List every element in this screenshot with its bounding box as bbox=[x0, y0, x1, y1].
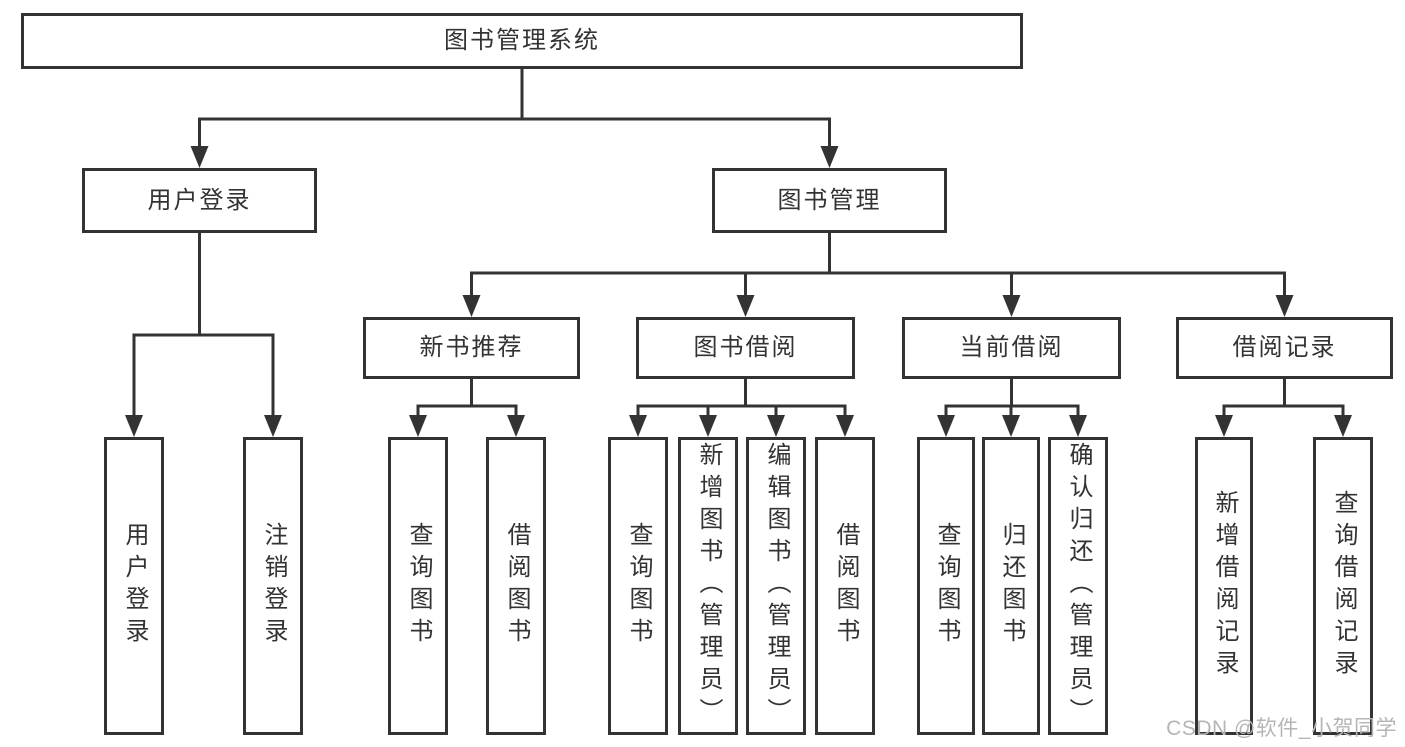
arrowhead-icon bbox=[1215, 415, 1233, 437]
edges-root bbox=[190, 67, 839, 168]
arrowhead-icon bbox=[462, 295, 481, 317]
node-cb-query: 查询图书 bbox=[917, 437, 975, 735]
node-label-nbr-borrow: 借阅图书 bbox=[503, 522, 530, 650]
edges-book-borrow bbox=[629, 377, 854, 437]
node-br-add: 新增借阅记录 bbox=[1195, 437, 1253, 735]
node-label-book-borrow: 图书借阅 bbox=[693, 334, 798, 361]
node-book-mgmt: 图书管理 bbox=[712, 168, 947, 233]
node-label-br-add: 新增借阅记录 bbox=[1211, 490, 1238, 682]
node-label-cb-query: 查询图书 bbox=[933, 522, 960, 650]
node-bb-add: 新增图书（管理员） bbox=[678, 437, 738, 735]
arrowhead-icon bbox=[767, 415, 785, 437]
node-bb-query: 查询图书 bbox=[608, 437, 668, 735]
edges-user-login bbox=[125, 231, 282, 437]
arrowhead-icon bbox=[190, 146, 209, 168]
node-do-login: 用户登录 bbox=[104, 437, 164, 735]
arrowhead-icon bbox=[836, 415, 854, 437]
node-nbr-borrow: 借阅图书 bbox=[486, 437, 546, 735]
node-nbr-query: 查询图书 bbox=[388, 437, 448, 735]
node-label-nbr-query: 查询图书 bbox=[405, 522, 432, 650]
node-logout: 注销登录 bbox=[243, 437, 303, 735]
arrowhead-icon bbox=[736, 295, 755, 317]
node-label-bb-add: 新增图书（管理员） bbox=[695, 442, 722, 730]
node-book-borrow: 图书借阅 bbox=[636, 317, 855, 379]
node-borrow-records: 借阅记录 bbox=[1176, 317, 1393, 379]
arrowhead-icon bbox=[820, 146, 839, 168]
arrowhead-icon bbox=[699, 415, 717, 437]
arrowhead-icon bbox=[937, 415, 955, 437]
arrowhead-icon bbox=[125, 415, 143, 437]
node-bb-borrow: 借阅图书 bbox=[815, 437, 875, 735]
node-label-book-mgmt: 图书管理 bbox=[777, 186, 882, 214]
arrowhead-icon bbox=[1334, 415, 1352, 437]
arrowhead-icon bbox=[264, 415, 282, 437]
arrowhead-icon bbox=[1275, 295, 1294, 317]
arrowhead-icon bbox=[1002, 295, 1021, 317]
arrowhead-icon bbox=[1002, 415, 1020, 437]
node-current-borrow: 当前借阅 bbox=[902, 317, 1121, 379]
edges-new-book-rec bbox=[409, 377, 525, 437]
node-user-login: 用户登录 bbox=[82, 168, 317, 233]
node-label-logout: 注销登录 bbox=[260, 522, 287, 650]
edges-current-borrow bbox=[937, 377, 1087, 437]
node-cb-confirm: 确认归还（管理员） bbox=[1048, 437, 1108, 735]
node-label-current-borrow: 当前借阅 bbox=[959, 334, 1064, 361]
watermark: CSDN @软件_小贺同学 bbox=[1166, 717, 1397, 740]
node-label-bb-borrow: 借阅图书 bbox=[832, 522, 859, 650]
node-label-user-login: 用户登录 bbox=[147, 186, 252, 214]
node-label-new-book-rec: 新书推荐 bbox=[419, 334, 524, 361]
node-root: 图书管理系统 bbox=[21, 13, 1023, 69]
node-label-br-query: 查询借阅记录 bbox=[1330, 490, 1357, 682]
node-bb-edit: 编辑图书（管理员） bbox=[746, 437, 806, 735]
node-label-root: 图书管理系统 bbox=[444, 27, 600, 54]
node-br-query: 查询借阅记录 bbox=[1313, 437, 1373, 735]
node-label-do-login: 用户登录 bbox=[121, 522, 148, 650]
node-label-cb-return: 归还图书 bbox=[998, 522, 1025, 650]
edges-borrow-records bbox=[1215, 377, 1352, 437]
node-label-cb-confirm: 确认归还（管理员） bbox=[1065, 442, 1092, 730]
arrowhead-icon bbox=[409, 415, 427, 437]
arrowhead-icon bbox=[507, 415, 525, 437]
arrowhead-icon bbox=[629, 415, 647, 437]
node-new-book-rec: 新书推荐 bbox=[363, 317, 580, 379]
edges-book-mgmt bbox=[462, 231, 1294, 317]
arrowhead-icon bbox=[1069, 415, 1087, 437]
node-label-bb-edit: 编辑图书（管理员） bbox=[763, 442, 790, 730]
node-cb-return: 归还图书 bbox=[982, 437, 1040, 735]
node-label-bb-query: 查询图书 bbox=[625, 522, 652, 650]
node-label-borrow-records: 借阅记录 bbox=[1232, 334, 1337, 361]
